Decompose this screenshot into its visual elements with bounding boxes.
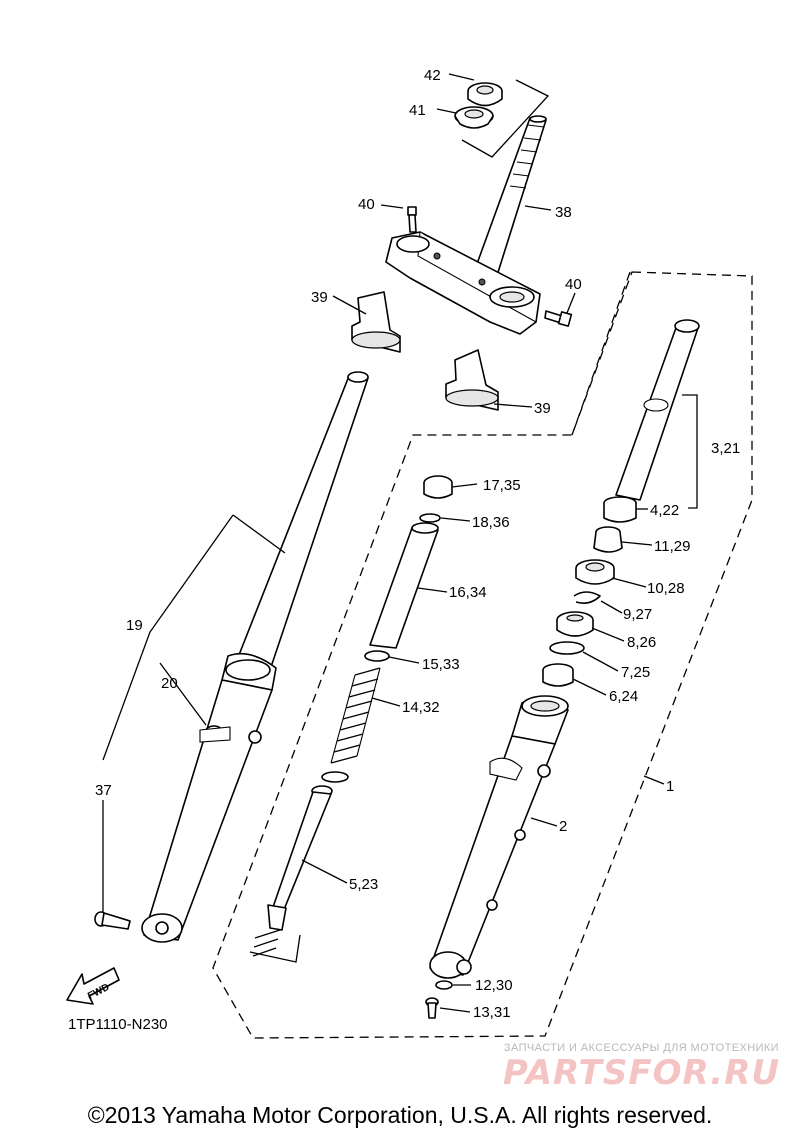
inner-tube-bracket <box>682 394 698 509</box>
callout-37: 37 <box>95 782 112 799</box>
callout-39-right: 39 <box>534 400 551 417</box>
watermark-logo: PARTSFOR.RU <box>502 1053 780 1093</box>
steering-stem-38 <box>469 115 547 286</box>
callout-19: 19 <box>126 617 143 634</box>
fork-leg-left-19 <box>141 371 369 943</box>
leader-lines-19-20-37 <box>102 514 286 912</box>
callout-12-30: 12,30 <box>475 977 513 994</box>
nut-washer-bracket <box>461 79 550 158</box>
callout-3-21: 3,21 <box>711 440 740 457</box>
callout-42: 42 <box>424 67 441 84</box>
catalog-code: 1TP1110-N230 <box>68 1016 168 1033</box>
callout-40-lower: 40 <box>565 276 582 293</box>
damper-rod-5-23 <box>252 785 333 957</box>
o-ring-18-36 <box>419 513 441 523</box>
callout-13-31: 13,31 <box>473 1004 511 1021</box>
nut-42 <box>467 82 503 107</box>
washer-15-33 <box>364 650 390 662</box>
callout-40-upper: 40 <box>358 196 375 213</box>
callout-numbers: 42 41 40 38 40 39 39 3,21 17,35 4,22 18,… <box>95 67 740 1021</box>
callout-9-27: 9,27 <box>623 606 652 623</box>
oil-seal-10-28 <box>575 559 615 585</box>
inner-leader-brackets <box>249 859 348 963</box>
callout-20: 20 <box>161 675 178 692</box>
bolt-40-lower <box>544 310 573 327</box>
bolt-37 <box>94 911 131 930</box>
callout-5-23: 5,23 <box>349 876 378 893</box>
callout-1: 1 <box>666 778 674 795</box>
callout-16-34: 16,34 <box>449 584 487 601</box>
under-bracket <box>385 231 541 335</box>
callout-4-22: 4,22 <box>650 502 679 519</box>
callout-leader-lines <box>332 73 665 1013</box>
spring-14-32 <box>330 667 381 764</box>
callout-14-32: 14,32 <box>402 699 440 716</box>
callout-11-29: 11,29 <box>654 538 690 555</box>
callout-2: 2 <box>559 818 567 835</box>
fwd-arrow: FWD <box>66 967 120 1005</box>
watermark: ЗАПЧАСТИ И АКСЕССУАРЫ ДЛЯ МОТОТЕХНИКИ PA… <box>503 1042 780 1092</box>
bolt-13-31 <box>425 997 439 1019</box>
washer-41 <box>454 106 494 129</box>
cap-bolt-17-35 <box>423 475 453 499</box>
callout-39-left: 39 <box>311 289 328 306</box>
callout-8-26: 8,26 <box>627 634 656 651</box>
washer-7-25 <box>549 641 585 655</box>
dust-seal-8-26 <box>556 611 594 637</box>
outer-tube-2 <box>429 695 569 979</box>
copyright-notice: ©2013 Yamaha Motor Corporation, U.S.A. A… <box>87 1102 713 1128</box>
callout-10-28: 10,28 <box>647 580 685 597</box>
bushing-11-29 <box>593 526 623 553</box>
fork-cover-39-left <box>351 291 401 353</box>
ring-5 <box>321 771 349 783</box>
callout-15-33: 15,33 <box>422 656 460 673</box>
callout-17-35: 17,35 <box>483 477 521 494</box>
inner-tube-3-21 <box>615 319 700 501</box>
spacer-16-34 <box>369 522 439 649</box>
callout-18-36: 18,36 <box>472 514 510 531</box>
collar-6-24 <box>542 663 574 687</box>
callout-7-25: 7,25 <box>621 664 650 681</box>
callout-41: 41 <box>409 102 426 119</box>
fork-cover-39-right <box>445 349 499 411</box>
washer-12-30 <box>435 980 453 990</box>
watermark-tagline: ЗАПЧАСТИ И АКСЕССУАРЫ ДЛЯ МОТОТЕХНИКИ <box>503 1042 779 1054</box>
clip-9-27 <box>573 591 601 604</box>
callout-6-24: 6,24 <box>609 688 638 705</box>
callout-38: 38 <box>555 204 572 221</box>
bushing-4-22 <box>603 496 637 523</box>
fork-assembly-outline <box>212 271 753 1039</box>
bolt-40-upper <box>407 206 417 233</box>
